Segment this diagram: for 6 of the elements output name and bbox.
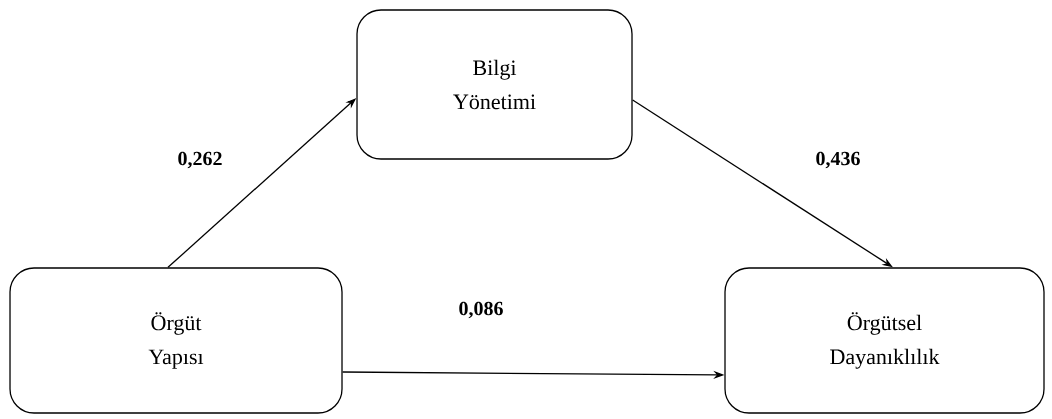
process-box: Bilgi Yönetimi — [356, 9, 633, 160]
process-box: Örgüt Yapısı — [9, 267, 343, 414]
process-box: Örgütsel Dayanıklılık — [724, 267, 1045, 414]
edge-label: 0,086 — [457, 300, 505, 320]
edge-label: 0,436 — [814, 150, 862, 170]
edge-label: 0,262 — [176, 150, 224, 170]
